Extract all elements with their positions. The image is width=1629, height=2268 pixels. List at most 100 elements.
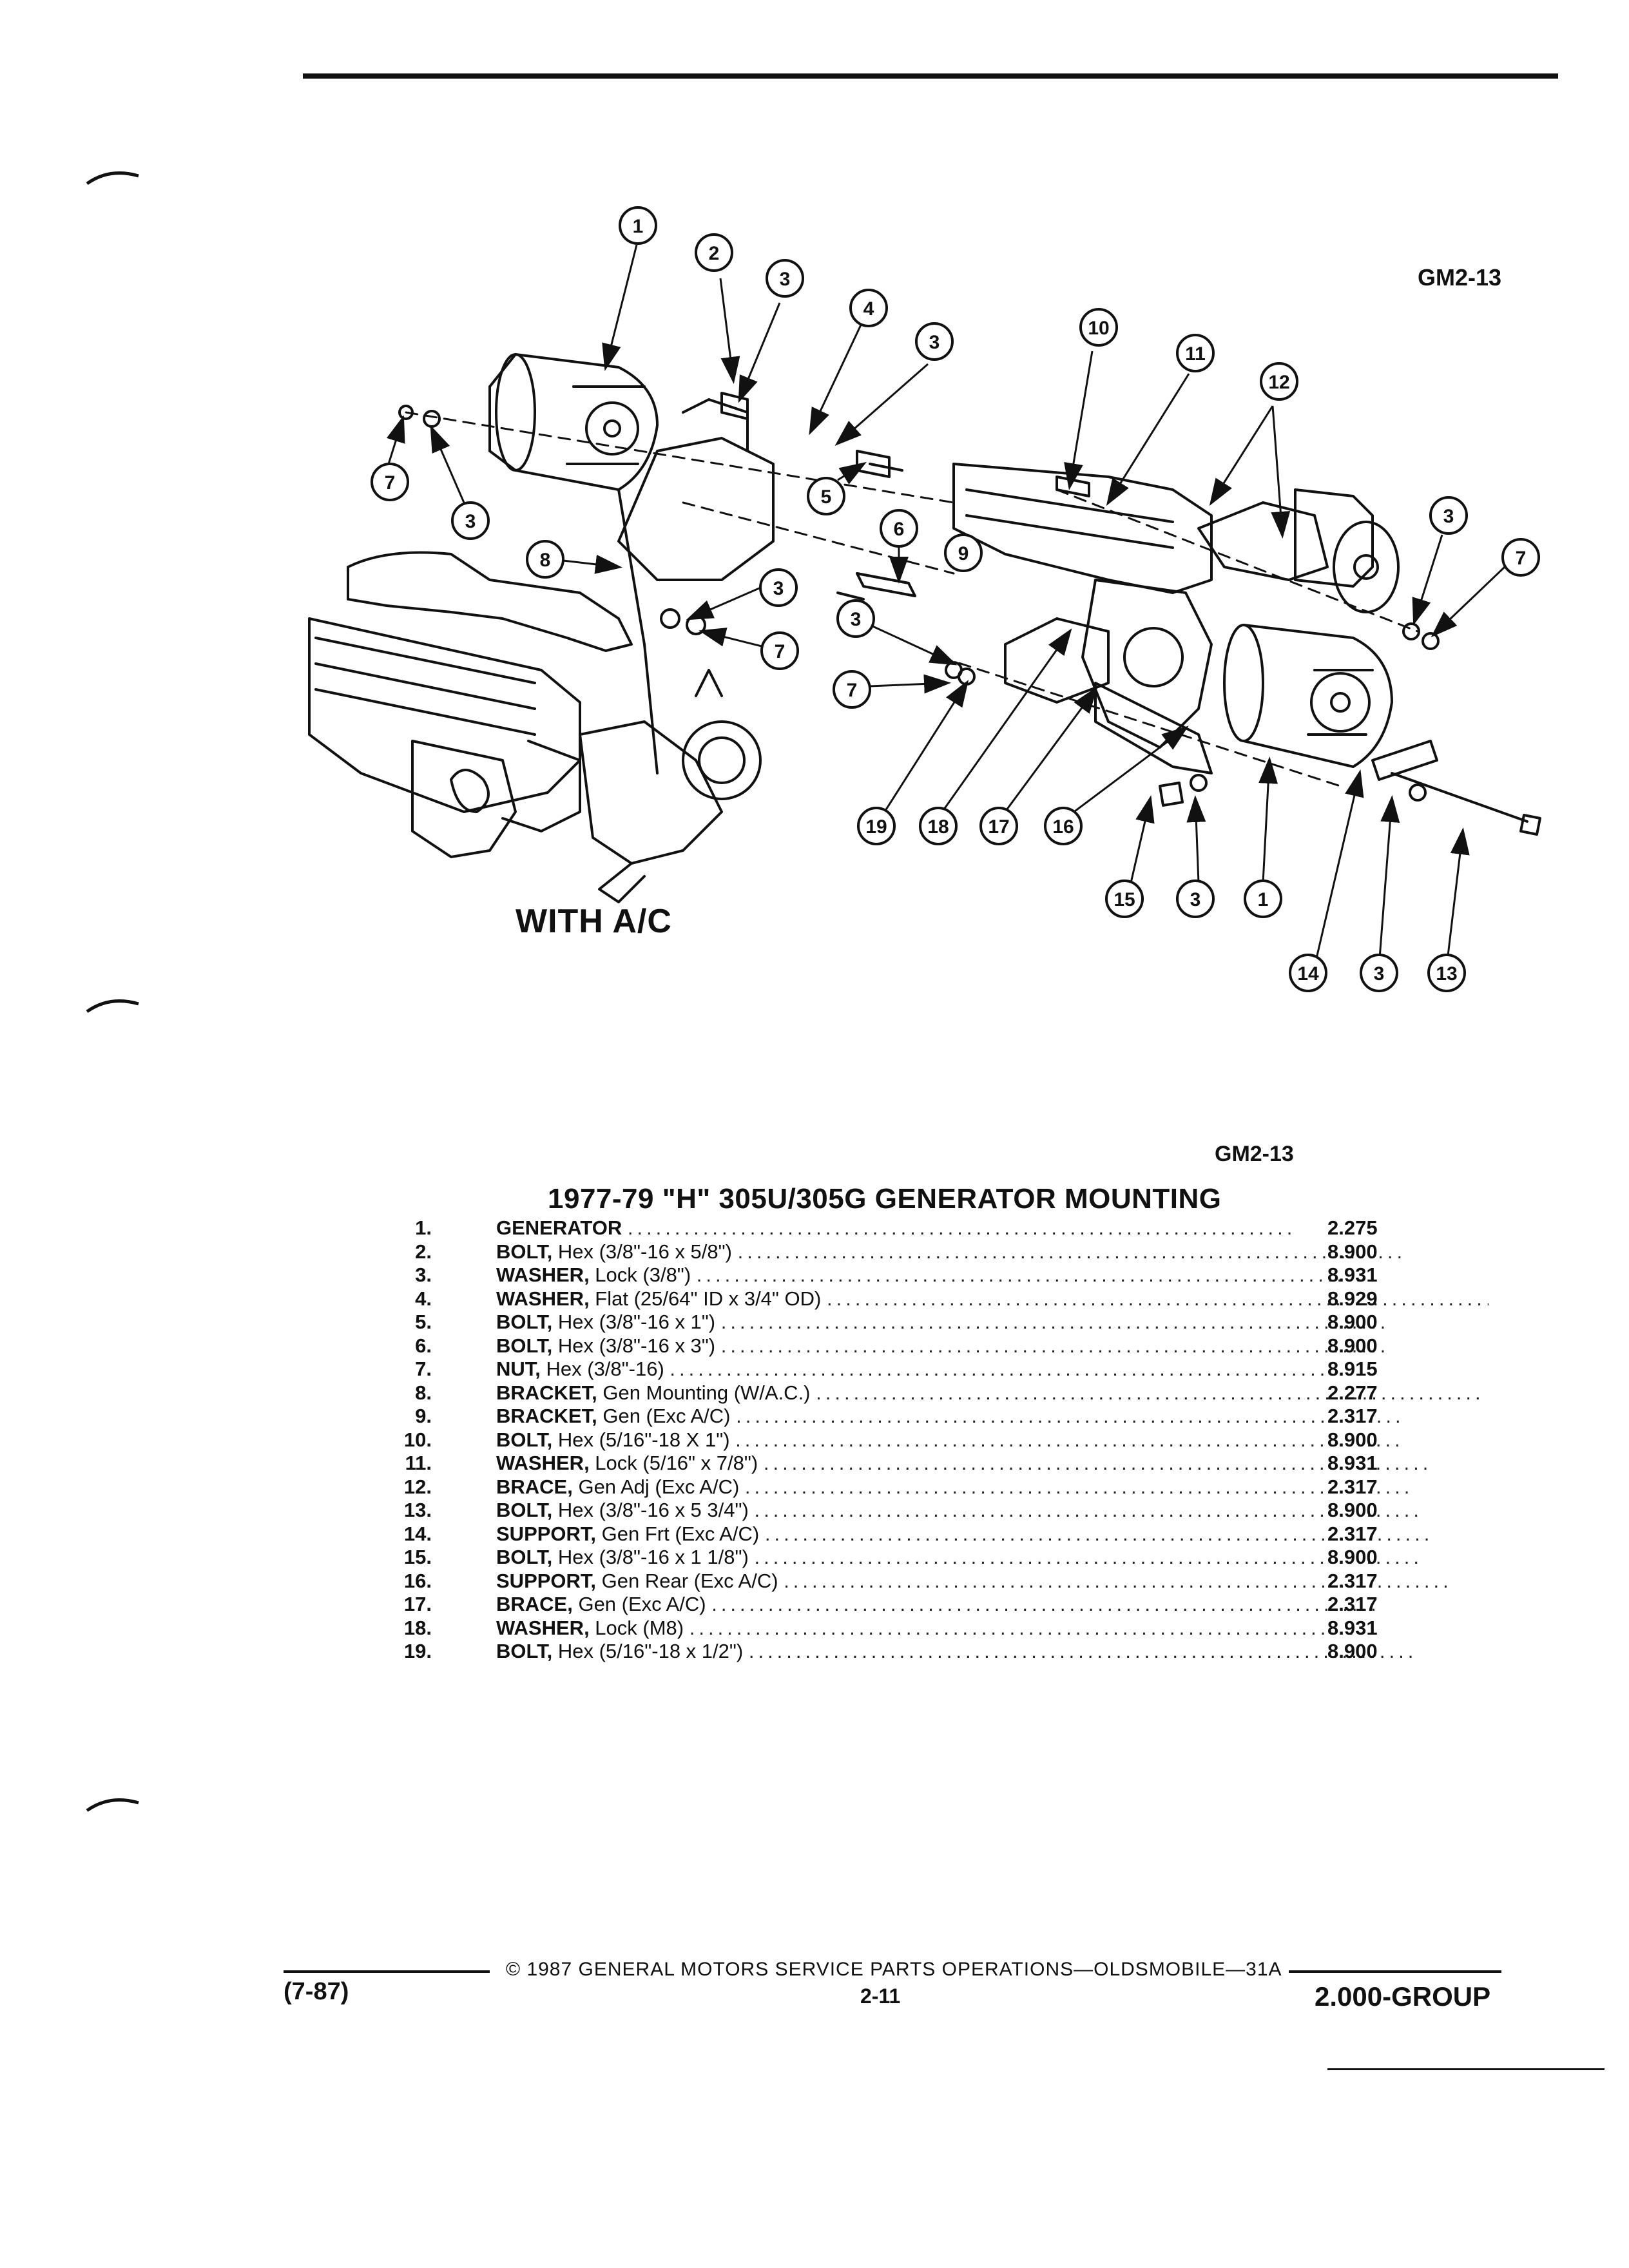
- leader-dots: ........................................…: [627, 1216, 1296, 1239]
- item-spec: Hex (3/8"-16 x 1"): [552, 1311, 716, 1333]
- callout-label: 5: [821, 486, 832, 508]
- margin-mark: [86, 171, 139, 186]
- item-name: BRACKET,: [496, 1405, 597, 1427]
- item-group: 8.900: [1327, 1428, 1378, 1451]
- item-number: 17.: [403, 1593, 432, 1615]
- item-number: 14.: [403, 1522, 432, 1545]
- callout-label: 11: [1185, 343, 1206, 365]
- parts-row: 5.BOLT, Hex (3/8"-16 x 1") .............…: [367, 1311, 1411, 1334]
- leader-dots: ........................................…: [744, 1475, 1414, 1498]
- leader-dots: ........................................…: [720, 1334, 1390, 1357]
- item-group: 2.317: [1327, 1593, 1378, 1615]
- footer-date: (7-87): [284, 1978, 349, 2005]
- item-number: 3.: [415, 1264, 432, 1286]
- callout-label: 3: [929, 332, 940, 353]
- callout-label: 3: [1374, 963, 1385, 985]
- item-name: BOLT,: [496, 1311, 553, 1333]
- item-name: BRACKET,: [496, 1381, 597, 1404]
- parts-row: 1.GENERATOR ............................…: [367, 1216, 1411, 1240]
- item-description: WASHER, Lock (M8) ......................…: [496, 1617, 1489, 1640]
- footer-rule-left: [284, 1970, 490, 1973]
- item-description: BOLT, Hex (3/8"-16 x 1") ...............…: [496, 1311, 1489, 1334]
- item-group: 8.931: [1327, 1452, 1378, 1474]
- callout-label: 7: [775, 641, 786, 662]
- parts-row: 18.WASHER, Lock (M8) ...................…: [367, 1617, 1411, 1640]
- leader-dots: ........................................…: [784, 1569, 1452, 1592]
- callout-label: 16: [1052, 816, 1074, 838]
- item-spec: Gen Rear (Exc A/C): [596, 1569, 778, 1592]
- leader-dots: ........................................…: [720, 1311, 1390, 1333]
- parts-list-title: 1977-79 "H" 305U/305G GENERATOR MOUNTING: [548, 1183, 1222, 1215]
- footer-copyright: © 1987 GENERAL MOTORS SERVICE PARTS OPER…: [506, 1959, 1282, 1980]
- callout-label: 6: [894, 519, 905, 540]
- item-spec: Hex (3/8"-16 x 1 1/8"): [552, 1546, 749, 1568]
- parts-row: 8.BRACKET, Gen Mounting (W/A.C.) .......…: [367, 1381, 1481, 1405]
- callout-label: 3: [851, 609, 862, 630]
- callout-label: 7: [1516, 548, 1527, 569]
- callout-3: [915, 322, 954, 361]
- item-name: BOLT,: [496, 1546, 553, 1568]
- leader-dots: ........................................…: [737, 1240, 1407, 1263]
- item-spec: Flat (25/64" ID x 3/4" OD): [589, 1287, 822, 1310]
- callout-3: [836, 599, 875, 638]
- item-spec: Hex (3/8"-16): [540, 1358, 664, 1380]
- callout-7: [760, 631, 799, 670]
- item-description: BOLT, Hex (3/8"-16 x 3") ...............…: [496, 1334, 1489, 1358]
- item-number: 13.: [403, 1499, 432, 1521]
- footer-group: 2.000-GROUP: [1315, 1981, 1491, 2012]
- callout-7: [1501, 538, 1540, 577]
- leader-dots: ........................................…: [827, 1287, 1489, 1310]
- item-number: 19.: [403, 1640, 432, 1662]
- engine-drawing: [308, 353, 1541, 903]
- callout-set: [371, 206, 1540, 992]
- item-number: 16.: [403, 1569, 432, 1592]
- item-group: 2.317: [1327, 1475, 1378, 1498]
- item-name: SUPPORT,: [496, 1569, 597, 1592]
- item-description: BRACKET, Gen (Exc A/C) .................…: [496, 1405, 1489, 1428]
- item-group: 8.931: [1327, 1616, 1378, 1639]
- item-group: 8.900: [1327, 1311, 1378, 1333]
- parts-row: 4. WASHER, Flat (25/64" ID x 3/4" OD) ...…: [367, 1287, 1489, 1311]
- item-name: NUT,: [496, 1358, 541, 1380]
- callout-label: 7: [847, 680, 858, 701]
- margin-mark: [86, 999, 139, 1014]
- item-spec: Gen Frt (Exc A/C): [596, 1522, 760, 1545]
- parts-row: 13.BOLT, Hex (3/8"-16 x 5 3/4") ........…: [367, 1499, 1419, 1523]
- item-group: 2.317: [1327, 1405, 1378, 1427]
- callout-3: [451, 501, 490, 540]
- item-number: 1.: [415, 1216, 432, 1239]
- item-description: BRACE, Gen (Exc A/C) ...................…: [496, 1593, 1489, 1616]
- item-spec: Lock (5/16" x 7/8"): [589, 1452, 758, 1474]
- callout-label: 10: [1088, 318, 1109, 339]
- item-group: 8.915: [1327, 1358, 1378, 1380]
- item-spec: Hex (5/16"-18 X 1"): [552, 1428, 730, 1451]
- callout-label: 1: [633, 216, 644, 237]
- callout-label: 3: [1190, 889, 1201, 910]
- item-description: WASHER, Lock (3/8") ....................…: [496, 1264, 1489, 1287]
- item-group: 8.900: [1327, 1640, 1378, 1662]
- item-group: 8.900: [1327, 1240, 1378, 1263]
- item-number: 4.: [415, 1287, 432, 1310]
- item-spec: Gen Mounting (W/A.C.): [597, 1381, 811, 1404]
- item-group: 8.900: [1327, 1546, 1378, 1568]
- leader-dots: ........................................…: [764, 1522, 1434, 1545]
- leader-dots: ........................................…: [754, 1546, 1423, 1568]
- leader-dots: ........................................…: [763, 1452, 1432, 1474]
- callout-label: 8: [540, 550, 551, 571]
- callout-label: 3: [780, 269, 791, 290]
- parts-list-code: GM2-13: [1215, 1142, 1294, 1166]
- callout-18: [919, 807, 958, 845]
- callout-label: 4: [863, 298, 874, 320]
- callout-11: [1176, 334, 1215, 372]
- item-spec: Gen (Exc A/C): [572, 1593, 706, 1615]
- item-name: WASHER,: [496, 1264, 590, 1286]
- item-group: 2.275: [1327, 1216, 1378, 1239]
- item-spec: Hex (5/16"-18 x 1/2"): [552, 1640, 744, 1662]
- leader-dots: ........................................…: [748, 1640, 1418, 1662]
- item-description: NUT, Hex (3/8"-16) .....................…: [496, 1358, 1489, 1381]
- margin-mark: [86, 1798, 139, 1812]
- parts-row: 17.BRACE, Gen (Exc A/C) ................…: [367, 1593, 1411, 1617]
- callout-16: [1044, 807, 1083, 845]
- item-description: WASHER, Flat (25/64" ID x 3/4" OD) .....…: [496, 1287, 1489, 1311]
